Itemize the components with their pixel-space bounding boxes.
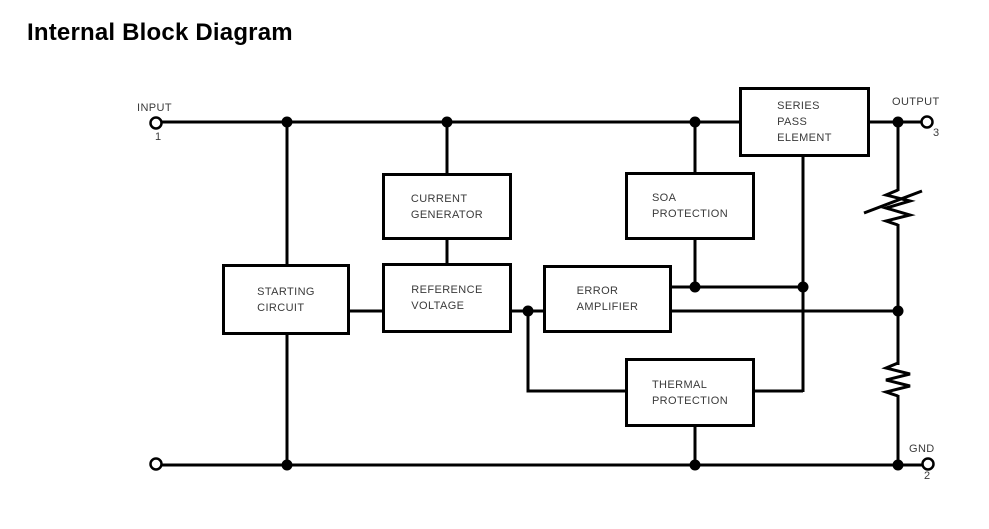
- junction-dot: [892, 305, 904, 317]
- block-series-pass-element-label: SERIES PASS ELEMENT: [777, 100, 832, 144]
- block-error-amplifier: ERROR AMPLIFIER: [543, 265, 672, 333]
- block-soa-protection-label: SOA PROTECTION: [651, 192, 729, 220]
- output-pin-label: OUTPUT: [892, 96, 940, 108]
- output-pin-number: 3: [932, 127, 940, 139]
- input-pin-label: INPUT: [137, 102, 172, 114]
- junction-dot: [892, 459, 904, 471]
- adjustable-resistor-arrow: [863, 189, 923, 215]
- junction-dot: [797, 281, 809, 293]
- junction-dot: [689, 116, 701, 128]
- junction-dot: [689, 459, 701, 471]
- junction-dot: [281, 116, 293, 128]
- junction-dot: [522, 305, 534, 317]
- block-series-pass-element: SERIES PASS ELEMENT: [739, 87, 870, 157]
- block-current-generator-label: CURRENT GENERATOR: [410, 192, 484, 221]
- junction-dot: [689, 281, 701, 293]
- block-thermal-protection-label: THERMAL PROTECTION: [651, 378, 729, 407]
- block-soa-protection: SOA PROTECTION: [625, 172, 755, 240]
- block-starting-circuit: STARTING CIRCUIT: [222, 264, 350, 335]
- junction-dot: [441, 116, 453, 128]
- fixed-resistor: [880, 361, 911, 398]
- bottom-left-terminal: [149, 457, 163, 471]
- page-title: Internal Block Diagram: [27, 19, 293, 46]
- gnd-pin-label: GND: [909, 443, 935, 455]
- wire-thermal-input-link: [526, 311, 627, 393]
- adjustable-resistor: [880, 188, 916, 227]
- gnd-terminal: [921, 457, 935, 471]
- junction-dot: [281, 459, 293, 471]
- block-current-generator: CURRENT GENERATOR: [382, 173, 512, 240]
- block-starting-circuit-label: STARTING CIRCUIT: [257, 285, 315, 314]
- gnd-pin-number: 2: [923, 470, 931, 482]
- block-reference-voltage-label: REFERENCE VOLTAGE: [411, 284, 483, 312]
- junction-dot: [892, 116, 904, 128]
- input-terminal: [149, 116, 163, 130]
- block-error-amplifier-label: ERROR AMPLIFIER: [576, 285, 639, 313]
- block-reference-voltage: REFERENCE VOLTAGE: [382, 263, 512, 333]
- output-terminal: [920, 115, 934, 129]
- block-thermal-protection: THERMAL PROTECTION: [625, 358, 755, 427]
- input-pin-number: 1: [154, 131, 162, 143]
